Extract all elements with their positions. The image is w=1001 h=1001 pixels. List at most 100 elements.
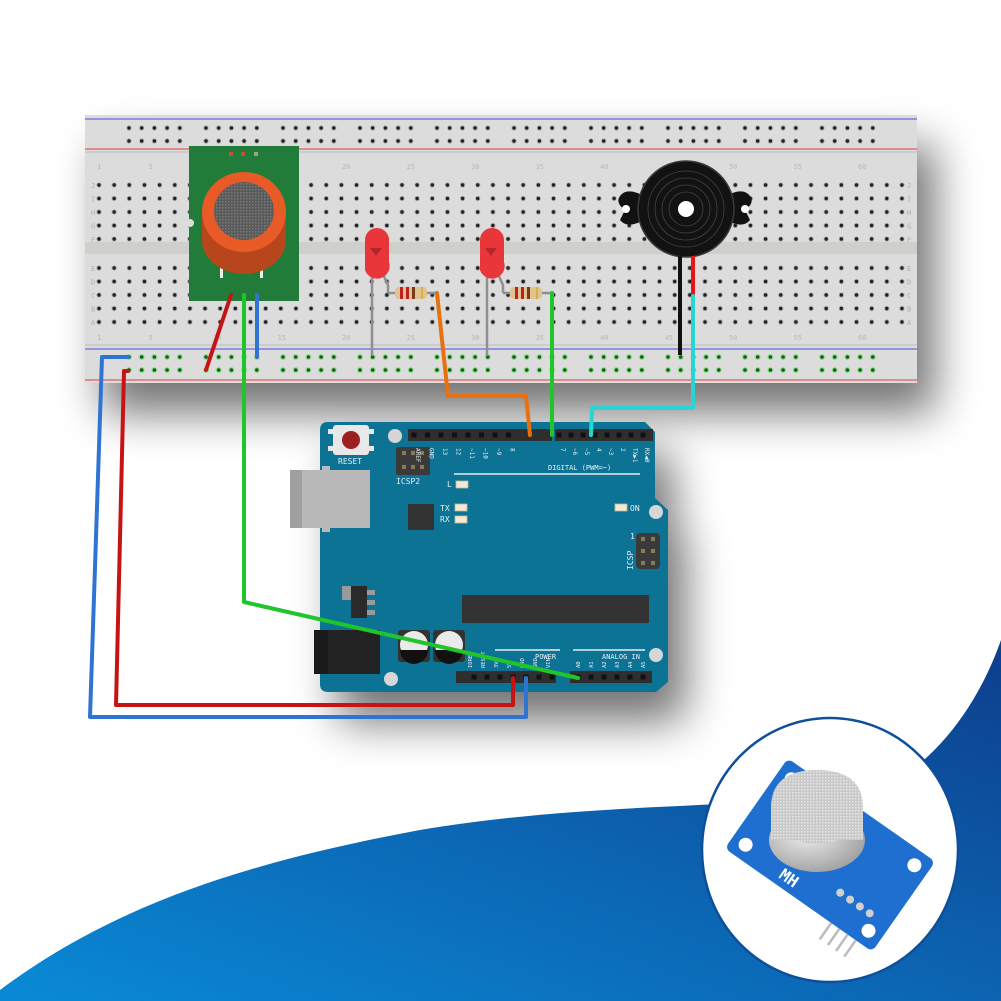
breadboard-hole-center — [142, 223, 147, 228]
breadboard-hole-center — [445, 237, 450, 241]
rail-hole-center — [563, 368, 567, 372]
breadboard-hole-center — [582, 196, 586, 201]
breadboard-hole-center — [157, 196, 162, 201]
digital-pin-socket[interactable] — [628, 432, 634, 438]
rail-hole-center — [537, 126, 542, 130]
breadboard-hole-center — [97, 210, 101, 214]
breadboard-hole-center — [612, 279, 616, 284]
digital-pin-socket[interactable] — [568, 432, 574, 438]
breadboard-hole-center — [354, 306, 359, 311]
breadboard-hole-center — [324, 223, 328, 228]
reset-button[interactable] — [328, 425, 374, 455]
digital-pin-socket[interactable] — [604, 432, 610, 438]
digital-pin-socket[interactable] — [640, 432, 646, 438]
breadboard-hole-center — [748, 320, 753, 324]
breadboard-hole-center — [157, 266, 162, 270]
rail-hole-center — [139, 355, 144, 359]
rail-hole-center — [140, 139, 144, 143]
wire-buzzer-pin4 — [589, 294, 695, 437]
breadboard-hole-center — [536, 266, 541, 270]
digital-pin-socket[interactable] — [616, 432, 622, 438]
breadboard-hole-center — [597, 183, 601, 187]
breadboard-hole-center — [582, 320, 586, 324]
reset-label: RESET — [338, 457, 362, 466]
rail-hole-center — [448, 126, 452, 130]
breadboard-hole-center — [885, 293, 889, 297]
rail-hole-center — [229, 355, 234, 359]
rail-hole-center — [409, 126, 413, 130]
breadboard-hole-center — [521, 210, 525, 214]
breadboard-hole-center — [612, 266, 616, 270]
breadboard-hole-center — [824, 279, 828, 284]
power-pin-label: GND — [533, 658, 539, 668]
breadboard-hole-center — [627, 279, 631, 284]
analog-pin-socket[interactable] — [627, 674, 633, 680]
power-pin-socket[interactable] — [471, 674, 477, 680]
digital-pin-socket[interactable] — [506, 432, 511, 438]
rail-hole-center — [871, 368, 875, 372]
rail-hole-center — [717, 368, 721, 372]
breadboard-hole-center — [97, 279, 101, 284]
power-pin-socket[interactable] — [497, 674, 503, 680]
breadboard-hole-center — [142, 320, 147, 324]
digital-pin-socket[interactable] — [580, 432, 586, 438]
breadboard-hole-center — [551, 223, 556, 228]
rail-hole-center — [255, 126, 259, 130]
digital-pin-label: GND — [428, 448, 435, 459]
rail-hole-center — [293, 368, 298, 372]
digital-pin-label: ~11 — [468, 448, 475, 459]
breadboard-hole-center — [506, 223, 510, 228]
digital-pin-socket[interactable] — [452, 432, 457, 438]
digital-pin-socket[interactable] — [592, 432, 598, 438]
digital-pin-socket[interactable] — [556, 432, 562, 438]
power-pin-socket[interactable] — [536, 674, 542, 680]
breadboard-hole-center — [173, 266, 177, 270]
breadboard-hole-center — [839, 223, 844, 228]
rail-hole-center — [254, 368, 259, 372]
breadboard-hole-center — [854, 293, 859, 297]
voltage-regulator — [351, 586, 367, 618]
digital-pin-socket[interactable] — [465, 432, 471, 438]
analog-pin-socket[interactable] — [601, 674, 607, 680]
rail-hole-center — [473, 355, 477, 359]
breadboard-hole-center — [309, 223, 313, 228]
breadboard-hole-center — [400, 266, 404, 270]
power-pin-socket[interactable] — [484, 674, 490, 680]
breadboard-hole-center — [794, 266, 798, 270]
digital-pin-socket[interactable] — [479, 432, 484, 438]
digital-pin-socket[interactable] — [438, 432, 444, 438]
breadboard-hole-center — [763, 237, 768, 241]
rail-hole-center — [127, 126, 131, 130]
rail-hole-center — [448, 139, 452, 143]
rail-hole-center — [589, 126, 593, 130]
power-pin-socket[interactable] — [549, 674, 555, 680]
analog-pin-socket[interactable] — [614, 674, 620, 680]
breadboard-hole-center — [718, 293, 722, 297]
rail-hole-center — [152, 355, 157, 359]
breadboard-hole-center — [112, 196, 116, 201]
row-letter-left: E — [91, 265, 95, 273]
breadboard-hole-center — [536, 223, 541, 228]
breadboard-hole-center — [536, 183, 541, 187]
breadboard-hole-center — [385, 210, 389, 214]
analog-pin-socket[interactable] — [588, 674, 594, 680]
breadboard-hole-center — [127, 237, 131, 241]
breadboard-hole-center — [415, 196, 419, 201]
digital-pin-socket[interactable] — [492, 432, 498, 438]
breadboard-hole-center — [460, 293, 465, 297]
breadboard-hole-center — [809, 279, 813, 284]
breadboard-hole-center — [763, 279, 768, 284]
breadboard-hole-center — [491, 210, 495, 214]
digital-pin-socket[interactable] — [425, 432, 430, 438]
breadboard-hole-center — [642, 279, 647, 284]
breadboard-hole-center — [173, 306, 177, 311]
rail-hole-center — [242, 139, 246, 143]
rail-hole-center — [371, 139, 375, 143]
rail-hole-center — [486, 139, 490, 143]
digital-pin-socket[interactable] — [411, 432, 417, 438]
digital-pin-label: TX▶1 — [631, 448, 638, 463]
breadboard-hole-center — [173, 320, 177, 324]
analog-pin-socket[interactable] — [640, 674, 646, 680]
rail-hole-center — [435, 368, 439, 372]
breadboard-hole-center — [127, 210, 131, 214]
